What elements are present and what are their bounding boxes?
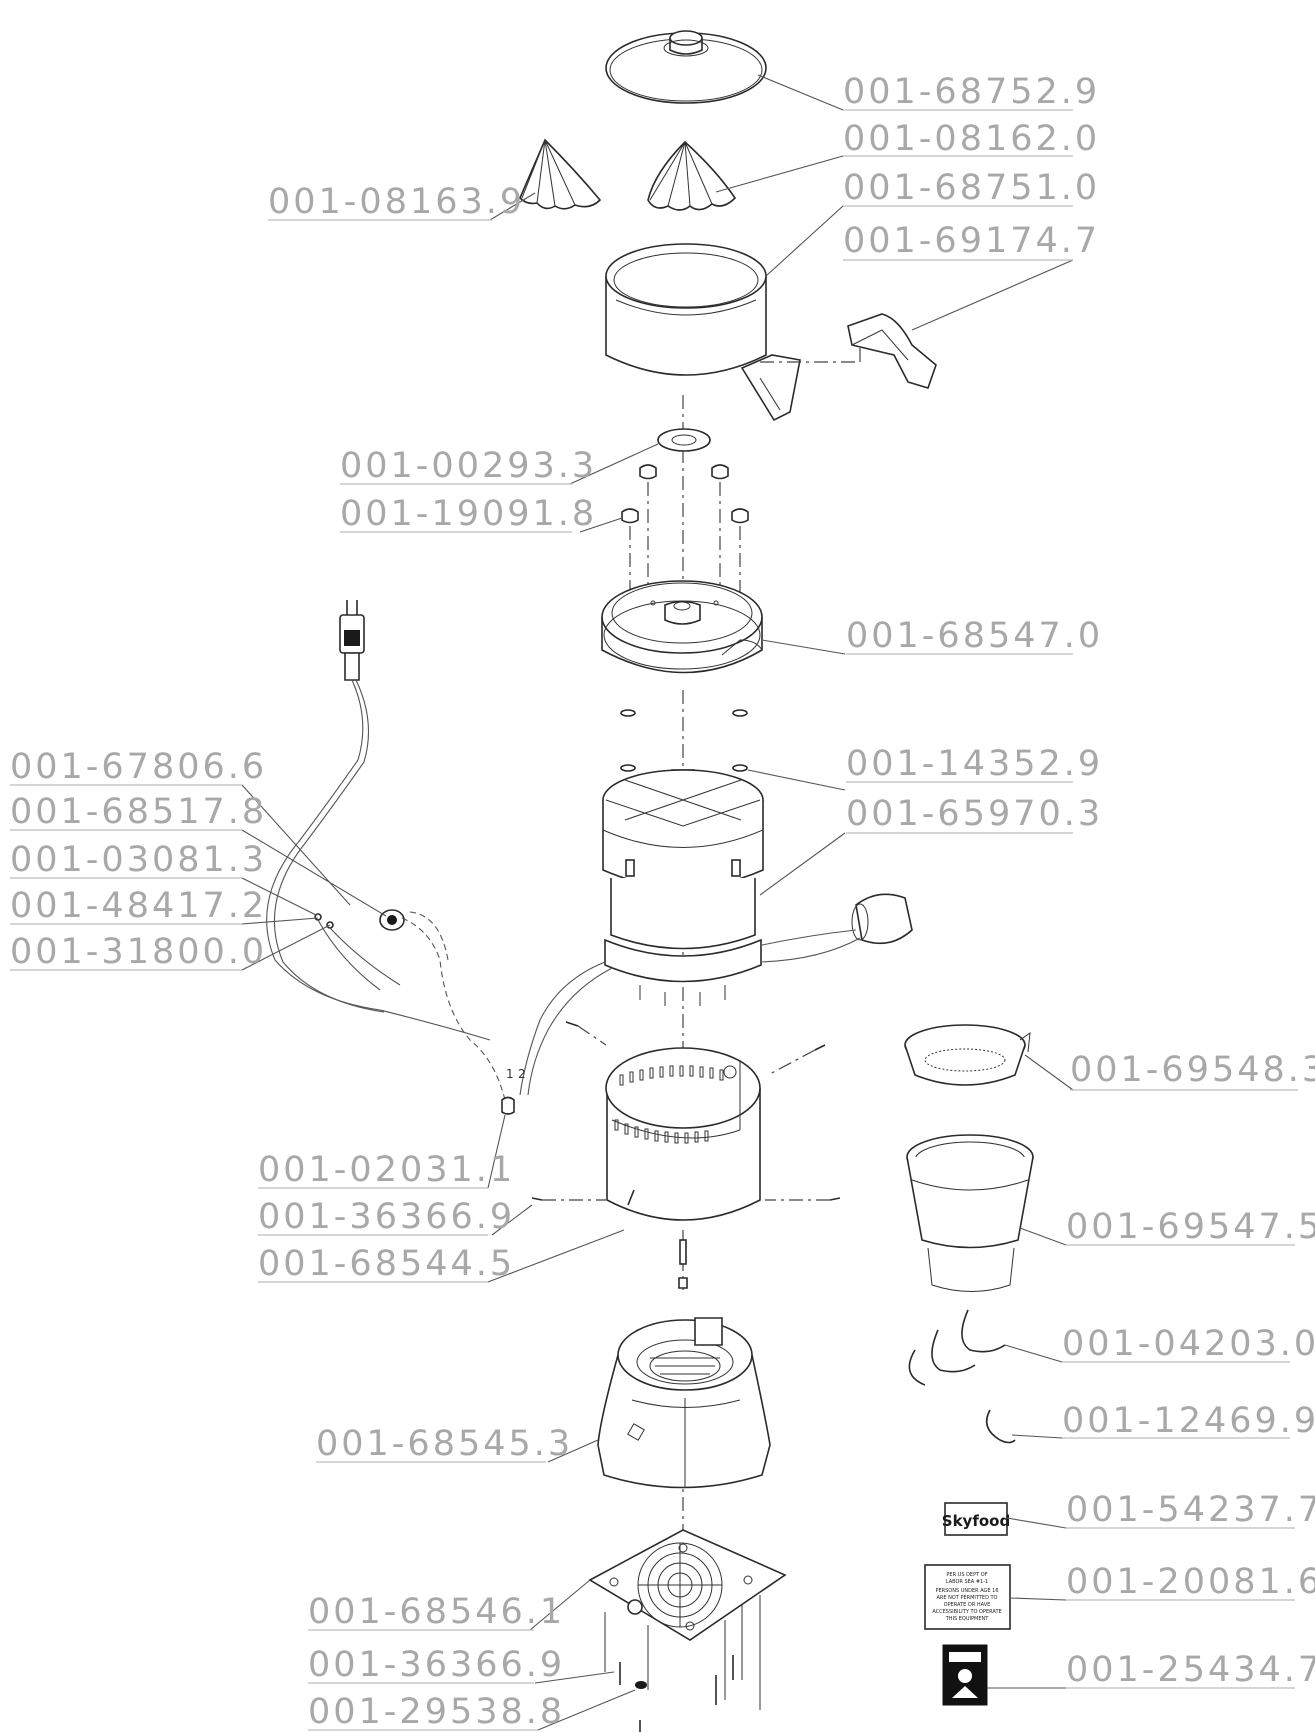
part-label: 001-69547.5 — [1066, 1207, 1315, 1247]
reamer-large-part — [647, 140, 737, 211]
svg-text:001-00293.3: 001-00293.3 — [340, 446, 597, 486]
part-label: 001-69548.3 — [1070, 1050, 1315, 1091]
leader-lines — [212, 74, 1074, 1731]
warning-line-2: LABOR SEA #1-1 — [946, 1579, 988, 1585]
svg-text:001-03081.3: 001-03081.3 — [10, 840, 267, 880]
bottom-plate-part — [588, 1529, 787, 1732]
svg-text:001-69174.7: 001-69174.7 — [843, 221, 1100, 261]
svg-text:001-08163.9: 001-08163.9 — [268, 182, 525, 222]
svg-text:001-48417.2: 001-48417.2 — [10, 886, 267, 926]
svg-text:001-36366.9: 001-36366.9 — [308, 1645, 565, 1685]
part-label: 001-69174.7 — [843, 221, 1100, 261]
part-label: 001-25434.7 — [1066, 1650, 1315, 1690]
lid-part — [605, 30, 767, 104]
upper-housing-part — [601, 580, 763, 674]
part-label: 001-68547.0 — [846, 616, 1103, 656]
svg-text:001-68545.3: 001-68545.3 — [316, 1424, 573, 1464]
manual-decal-part — [942, 1644, 988, 1706]
brand-decal-part: Skyfood — [942, 1502, 1010, 1536]
part-label: 001-04203.0 — [1062, 1324, 1315, 1364]
screw-parts — [531, 1021, 841, 1289]
part-label: 001-02031.1 — [258, 1150, 515, 1190]
svg-text:001-69547.5: 001-69547.5 — [1066, 1207, 1315, 1247]
sieve-part — [904, 1024, 1031, 1086]
svg-text:001-08162.0: 001-08162.0 — [843, 119, 1100, 159]
svg-text:001-14352.9: 001-14352.9 — [846, 744, 1103, 784]
warning-line-3: PERSONS UNDER AGE 16 — [935, 1588, 998, 1594]
switch-part — [379, 909, 506, 1101]
svg-text:001-02031.1: 001-02031.1 — [258, 1150, 515, 1190]
svg-text:001-68546.1: 001-68546.1 — [308, 1592, 565, 1632]
part-label: 001-08163.9 — [268, 182, 525, 222]
wire-connector-part: 1 2 — [501, 1067, 526, 1115]
part-label: 001-31800.0 — [10, 932, 267, 972]
vent-slots — [614, 1065, 724, 1144]
svg-text:001-65970.3: 001-65970.3 — [846, 794, 1103, 834]
part-labels: 001-68752.9 001-08162.0 001-08163.9 001-… — [10, 72, 1315, 1732]
bowl-part — [605, 243, 801, 422]
part-label: 001-20081.6 — [1066, 1562, 1315, 1602]
svg-text:001-67806.6: 001-67806.6 — [10, 747, 267, 787]
motor-part — [519, 769, 913, 1096]
svg-text:001-12469.9: 001-12469.9 — [1062, 1401, 1315, 1441]
cap-nut-parts — [621, 464, 749, 620]
cup-part — [906, 1134, 1034, 1292]
warning-line-1: PER US DEPT OF — [946, 1572, 987, 1578]
part-label: 001-12469.9 — [1062, 1401, 1315, 1441]
washer-part — [657, 428, 711, 452]
brand-decal-text: Skyfood — [942, 1512, 1010, 1530]
part-label: 001-68545.3 — [316, 1424, 573, 1464]
warning-decal-part: PER US DEPT OF LABOR SEA #1-1 PERSONS UN… — [924, 1564, 1011, 1630]
wire-mark-2: 2 — [518, 1067, 526, 1081]
part-label: 001-36366.9 — [308, 1645, 565, 1685]
svg-text:001-36366.9: 001-36366.9 — [258, 1197, 515, 1237]
svg-text:001-04203.0: 001-04203.0 — [1062, 1324, 1315, 1364]
part-label: 001-68544.5 — [258, 1244, 515, 1284]
part-label: 001-29538.8 — [308, 1692, 565, 1732]
spring-clip-part — [985, 1409, 1016, 1444]
svg-text:001-20081.6: 001-20081.6 — [1066, 1562, 1315, 1602]
base-housing-part — [597, 1317, 771, 1489]
wire-mark-1: 1 — [506, 1067, 514, 1081]
part-label: 001-67806.6 — [10, 747, 267, 787]
svg-text:001-54237.7: 001-54237.7 — [1066, 1490, 1315, 1530]
part-label: 001-68751.0 — [843, 168, 1100, 208]
part-label: 001-48417.2 — [10, 886, 267, 926]
svg-text:001-68547.0: 001-68547.0 — [846, 616, 1103, 656]
part-label: 001-14352.9 — [846, 744, 1103, 784]
svg-text:001-31800.0: 001-31800.0 — [10, 932, 267, 972]
part-label: 001-03081.3 — [10, 840, 267, 880]
svg-text:001-68544.5: 001-68544.5 — [258, 1244, 515, 1284]
svg-text:001-69548.3: 001-69548.3 — [1070, 1050, 1315, 1090]
warning-line-4: ARE NOT PERMITTED TO — [936, 1595, 997, 1601]
warning-line-6: ACCESSIBILITY TO OPERATE — [932, 1609, 1001, 1615]
warning-line-5: OPERATE OR HAVE — [944, 1602, 991, 1608]
part-label: 001-08162.0 — [843, 119, 1100, 159]
part-label: 001-54237.7 — [1066, 1490, 1315, 1530]
part-label: 001-65970.3 — [846, 794, 1103, 834]
svg-text:001-68752.9: 001-68752.9 — [843, 72, 1100, 112]
part-label: 001-68517.8 — [10, 792, 267, 832]
motor-cover-part — [605, 1047, 761, 1221]
part-label: 001-68752.9 — [843, 72, 1100, 112]
part-label: 001-68546.1 — [308, 1592, 565, 1632]
part-label: 001-19091.8 — [340, 494, 597, 534]
svg-text:001-19091.8: 001-19091.8 — [340, 494, 597, 534]
spout-cap-part — [760, 313, 937, 389]
warning-line-7: THIS EQUIPMENT — [945, 1616, 990, 1622]
part-label: 001-36366.9 — [258, 1197, 515, 1237]
washer-set-part — [620, 709, 748, 772]
clip-part — [908, 1309, 1006, 1386]
svg-text:001-68751.0: 001-68751.0 — [843, 168, 1100, 208]
svg-text:001-25434.7: 001-25434.7 — [1066, 1650, 1315, 1690]
terminal-parts — [314, 913, 401, 991]
power-cord-part — [266, 600, 491, 1041]
part-label: 001-00293.3 — [340, 446, 597, 486]
svg-text:001-68517.8: 001-68517.8 — [10, 792, 267, 832]
svg-text:001-29538.8: 001-29538.8 — [308, 1692, 565, 1732]
reamer-small-part — [519, 138, 602, 210]
